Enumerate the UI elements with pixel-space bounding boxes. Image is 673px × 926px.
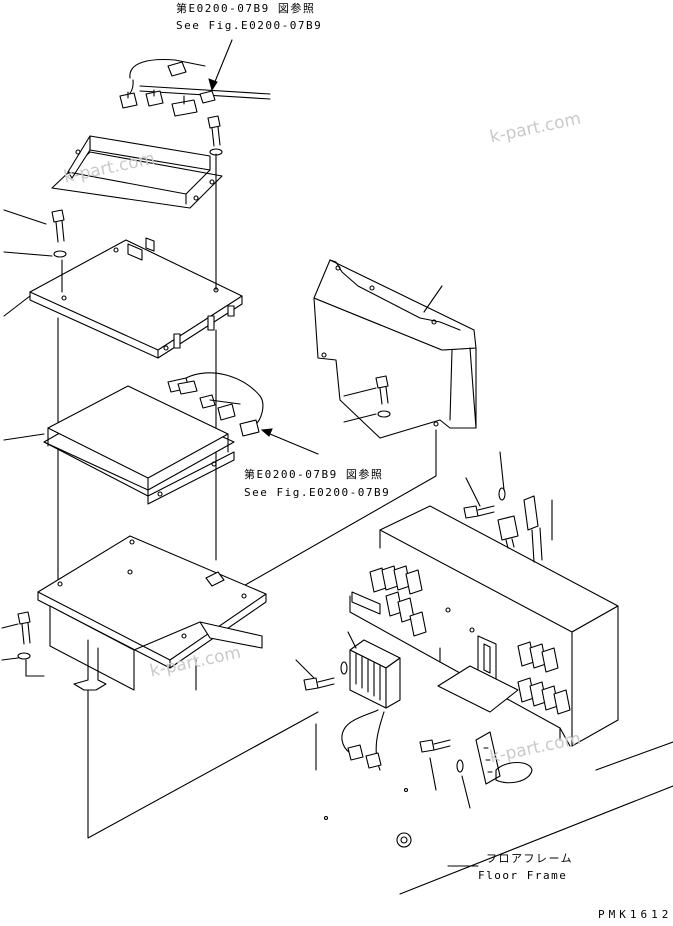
leader-plate-upper bbox=[3, 295, 31, 317]
relay-cluster-right bbox=[517, 641, 571, 715]
leader-bolt-lower-right bbox=[429, 757, 437, 791]
reference-label-mid-en: See Fig.E0200-07B9 bbox=[244, 486, 391, 499]
bolt-top-right bbox=[207, 115, 223, 156]
small-bracket bbox=[475, 731, 501, 785]
leader-bracket bbox=[423, 285, 443, 313]
controller-upper bbox=[51, 135, 223, 209]
bolt-terminal bbox=[303, 661, 348, 691]
leader-bolt-bracket bbox=[343, 387, 377, 397]
reference-arrow-middle bbox=[260, 428, 319, 455]
leader-controller-lower bbox=[3, 433, 45, 441]
harness-middle bbox=[167, 372, 264, 437]
panel-hole bbox=[469, 627, 475, 633]
controller-lower bbox=[43, 385, 235, 505]
floor-frame-label-en: Floor Frame bbox=[478, 869, 568, 882]
leader-washer-relay bbox=[499, 451, 505, 491]
reference-label-top-en: See Fig.E0200-07B9 bbox=[176, 19, 323, 32]
relay-panel bbox=[349, 505, 619, 747]
leader-bolt-terminal bbox=[295, 659, 315, 679]
bolt-lower-right bbox=[419, 739, 464, 773]
leader-terminal-block bbox=[347, 631, 357, 649]
floor-frame-label-jp: フロアフレーム bbox=[486, 852, 574, 865]
panel-hole bbox=[445, 607, 451, 613]
harness-lower bbox=[341, 709, 385, 771]
leader-washer-bracket bbox=[343, 413, 377, 423]
relay-cluster-left bbox=[351, 565, 427, 637]
leader-bolt-relay bbox=[465, 477, 481, 507]
drawing-code: PMK1612 bbox=[598, 908, 673, 921]
leader-bolt-lower bbox=[1, 623, 19, 629]
harness-top bbox=[119, 58, 271, 117]
alignment-line-5 bbox=[239, 429, 437, 589]
leader-washer-left bbox=[3, 251, 53, 257]
bolt-bracket bbox=[375, 375, 391, 418]
reference-arrow-top bbox=[208, 39, 233, 92]
bracket-right bbox=[313, 259, 477, 439]
alignment-line-7 bbox=[87, 689, 319, 839]
bolt-left-lower bbox=[17, 611, 31, 660]
leader-bolt-left bbox=[3, 209, 47, 225]
bolt-relay bbox=[463, 487, 506, 519]
reference-label-top-jp: 第E0200-07B9 図参照 bbox=[176, 2, 316, 15]
reference-label-mid-jp: 第E0200-07B9 図参照 bbox=[244, 468, 384, 481]
bolt-left-upper bbox=[51, 209, 67, 258]
leader-washer-lower-right bbox=[461, 775, 471, 809]
leader-washer-lower bbox=[1, 657, 19, 661]
alignment-line-6 bbox=[25, 659, 45, 677]
floor-frame bbox=[323, 741, 673, 895]
mounting-plate-lower bbox=[37, 535, 267, 691]
relay-separate bbox=[497, 495, 553, 563]
terminal-block bbox=[349, 639, 401, 709]
